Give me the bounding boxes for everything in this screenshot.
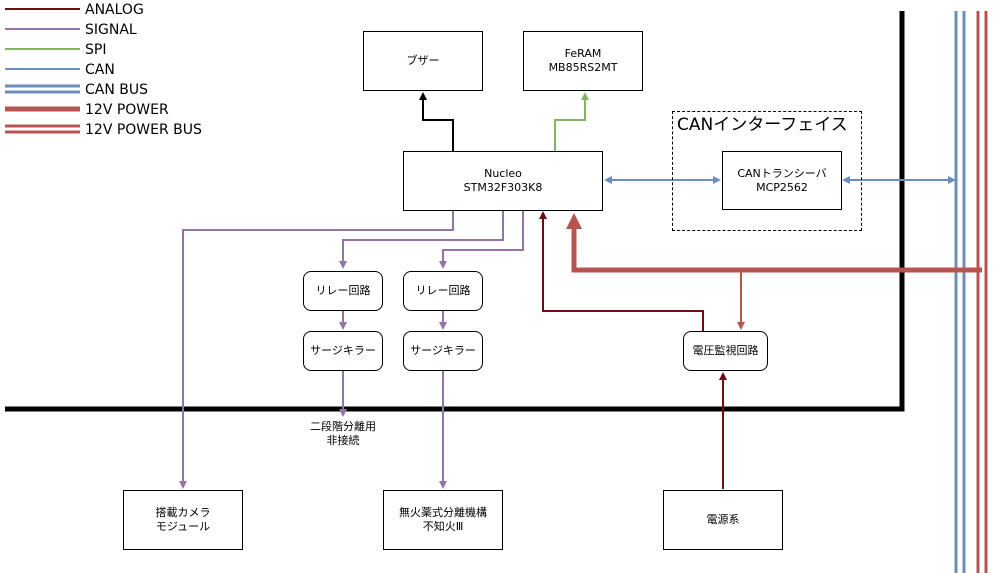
separation-label-line1: 無火薬式分離機構 [399,506,487,519]
analog-line-monitor-nucleo [539,211,704,331]
voltage-monitor-label: 電圧監視回路 [692,344,759,357]
two-stage-note: 二段階分離用 非接続 [293,420,393,448]
can-transceiver-box: CANトランシーバ MCP2562 [722,151,842,210]
legend-signal-label: SIGNAL [85,22,137,38]
can-transceiver-label-line1: CANトランシーバ [737,166,827,180]
relay-2-label: リレー回路 [415,284,471,297]
line-nucleo-buzzer [419,92,454,151]
ground-bus-line [5,11,905,412]
signal-line-relay-2 [439,211,524,269]
buzzer-label: ブザー [406,54,440,67]
feram-label-line2: MB85RS2MT [548,61,618,74]
power-supply-label: 電源系 [706,513,740,526]
signal-line-camera [179,211,454,489]
legend-12v-power-label: 12V POWER [85,102,169,118]
legend-analog-label: ANALOG [85,2,144,18]
surge-1-label: サージキラー [310,344,376,357]
surge-2-box: サージキラー [403,331,483,371]
can-interface-group [672,111,862,231]
can-transceiver-label-line2: MCP2562 [756,180,808,194]
legend-spi-label: SPI [85,42,107,58]
signal-line-relay-1 [339,211,504,269]
power-line-nucleo [566,213,982,273]
two-stage-note-line2: 非接続 [326,434,360,447]
can-bus-lines [954,11,966,573]
nucleo-box: Nucleo STM32F303K8 [403,151,603,211]
relay-2-box: リレー回路 [403,271,483,311]
can-interface-title: CANインターフェイス [677,115,848,135]
two-stage-note-line1: 二段階分離用 [310,420,376,433]
nucleo-label-line2: STM32F303K8 [463,181,543,194]
camera-label-line2: モジュール [155,520,211,533]
power-bus-lines [976,11,988,573]
legend-12v-power-bus-swatch [5,124,80,134]
legend-can-bus-label: CAN BUS [85,82,149,98]
power-supply-box: 電源系 [663,490,783,550]
surge-2-label: サージキラー [410,344,476,357]
feram-box: FeRAM MB85RS2MT [523,31,643,91]
line-nucleo-feram [554,92,589,151]
surge-1-box: サージキラー [303,331,383,371]
legend-12v-power-bus-label: 12V POWER BUS [85,122,202,138]
separation-box: 無火薬式分離機構 不知火Ⅲ [383,490,503,550]
separation-label-line2: 不知火Ⅲ [422,520,464,533]
voltage-monitor-box: 電圧監視回路 [683,331,768,371]
buzzer-box: ブザー [363,31,483,91]
legend [5,8,80,134]
legend-can-label: CAN [85,62,115,78]
camera-box: 搭載カメラ モジュール [123,490,243,550]
relay-1-box: リレー回路 [303,271,383,311]
camera-label-line1: 搭載カメラ [155,506,211,519]
feram-label-line1: FeRAM [564,47,602,60]
relay-1-label: リレー回路 [315,284,371,297]
legend-can-bus-swatch [5,84,80,94]
nucleo-label-line1: Nucleo [484,167,522,180]
